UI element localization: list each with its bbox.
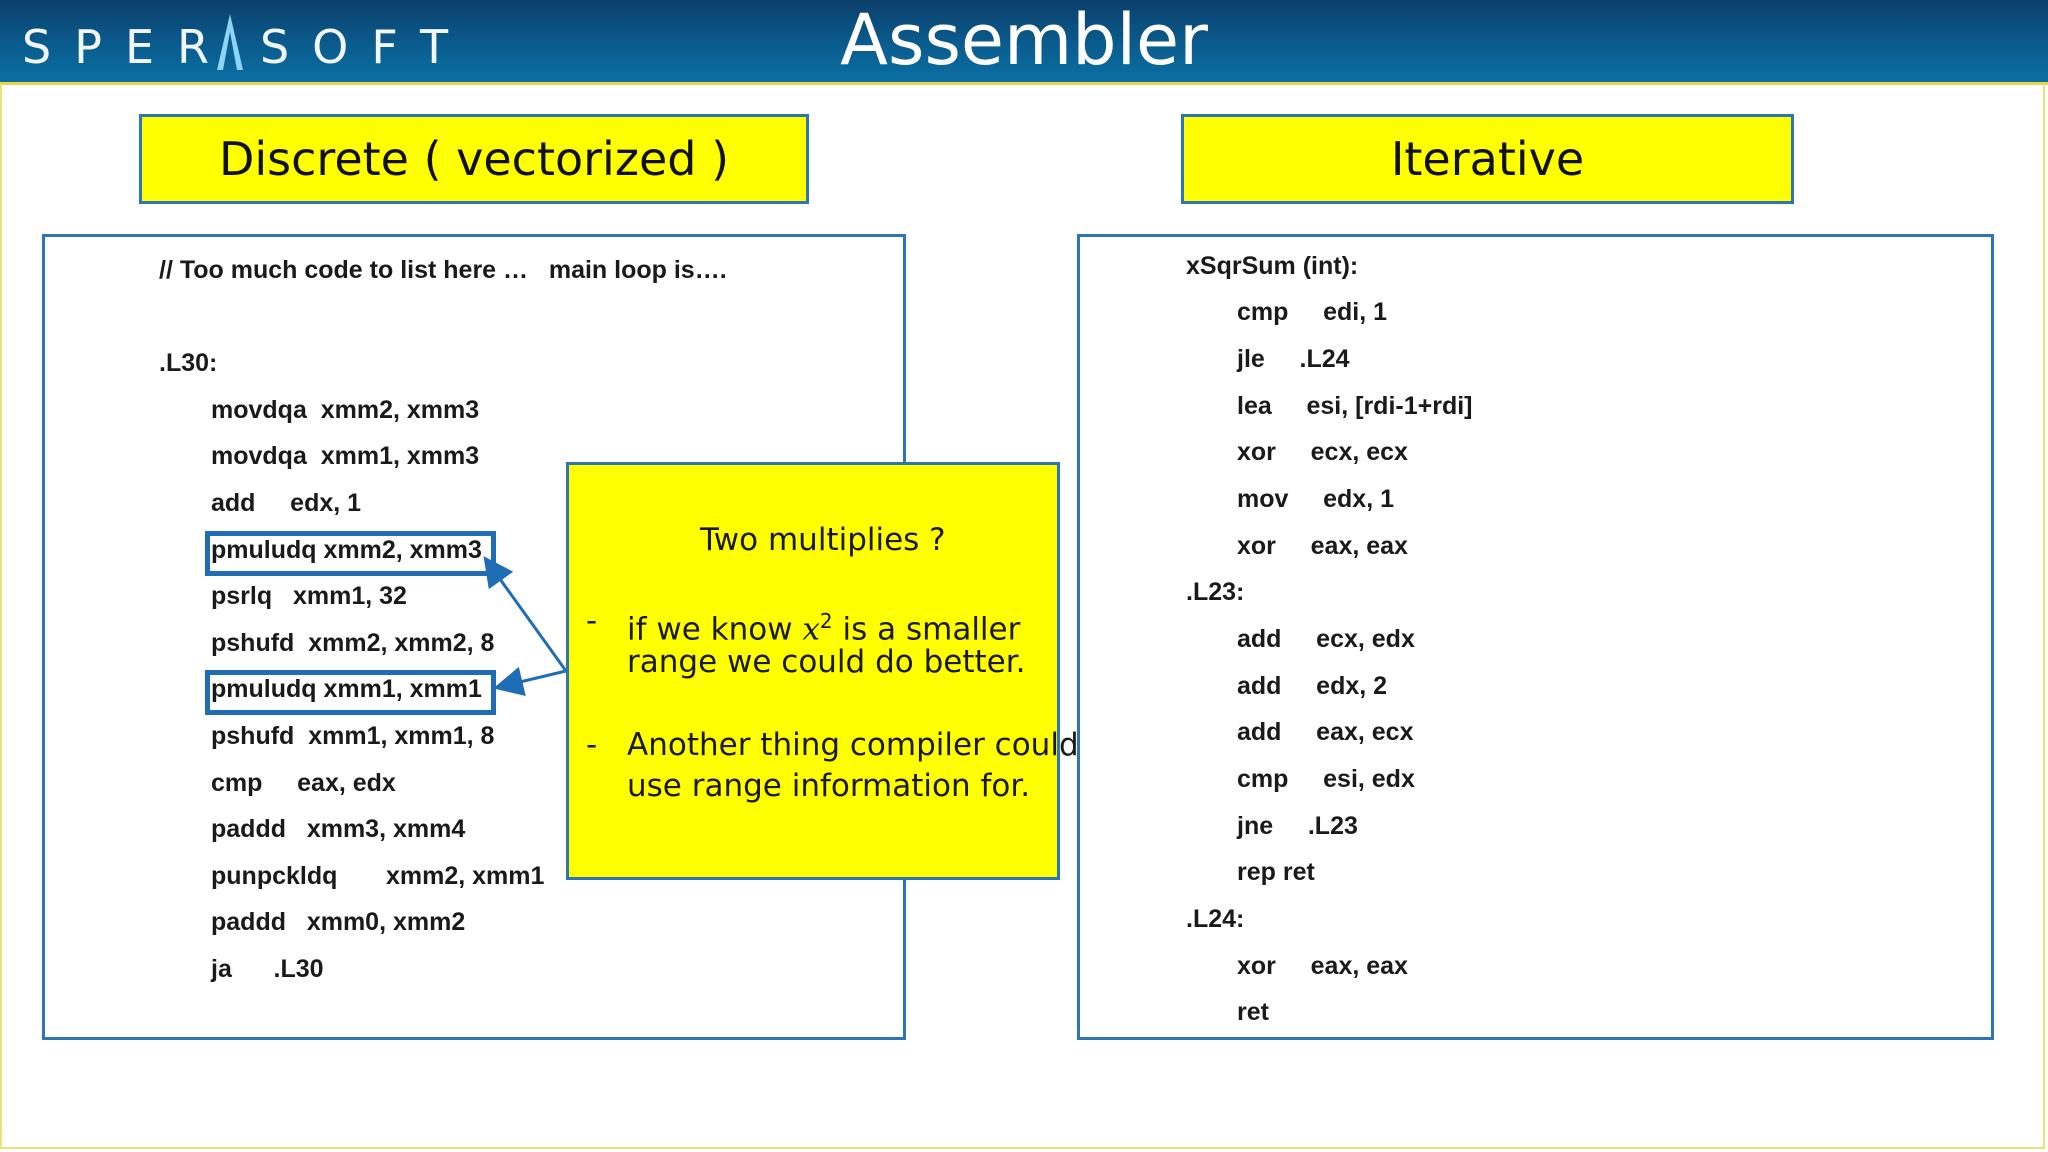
code-line: xor eax, eax (1237, 532, 1408, 560)
code-line: jne .L23 (1237, 812, 1358, 840)
code-line: add ecx, edx (1237, 625, 1415, 653)
code-line: xor eax, eax (1237, 952, 1408, 980)
code-label-l24: .L24: (1186, 905, 1245, 933)
callout-bullet2-line1: Another thing compiler could (627, 727, 1079, 763)
code-line: add edx, 1 (211, 489, 362, 517)
slide-title: Assembler (840, 0, 1208, 81)
code-line: psrlq xmm1, 32 (211, 582, 407, 610)
callout-bullet2-line2: use range information for. (627, 768, 1031, 804)
code-line: ret (1237, 998, 1269, 1026)
code-line: xor ecx, ecx (1237, 438, 1408, 466)
code-line-highlighted: pmuludq xmm2, xmm3 (211, 536, 482, 564)
code-line: lea esi, [rdi-1+rdi] (1237, 392, 1473, 420)
code-line: add edx, 2 (1237, 672, 1388, 700)
code-line-highlighted: pmuludq xmm1, xmm1 (211, 675, 482, 703)
callout-note (566, 462, 1060, 880)
code-line: cmp esi, edx (1237, 765, 1415, 793)
code-comment: // Too much code to list here … main loo… (159, 256, 727, 284)
code-line: cmp eax, edx (211, 769, 396, 797)
slide-frame (0, 84, 2045, 1149)
code-line: pshufd xmm2, xmm2, 8 (211, 629, 495, 657)
code-line: pshufd xmm1, xmm1, 8 (211, 722, 495, 750)
callout-bullet1-line1: if we know x2 is a smaller (627, 609, 1021, 648)
code-line: paddd xmm3, xmm4 (211, 815, 466, 843)
code-line: ja .L30 (211, 955, 324, 983)
code-line: cmp edi, 1 (1237, 298, 1388, 326)
callout-bullet1-line2: range we could do better. (627, 644, 1026, 680)
code-line: add eax, ecx (1237, 718, 1414, 746)
code-line: paddd xmm0, xmm2 (211, 908, 466, 936)
iterative-code-panel (1077, 234, 1994, 1040)
callout-title: Two multiplies ? (700, 522, 946, 558)
logo-peak-icon (217, 14, 243, 70)
code-line: movdqa xmm2, xmm3 (211, 396, 480, 424)
math-exponent: 2 (819, 609, 833, 633)
left-heading: Discrete ( vectorized ) (139, 114, 809, 204)
arrow-to-first-multiply (483, 556, 568, 672)
code-line: jle .L24 (1237, 345, 1350, 373)
code-line: xSqrSum (int): (1186, 252, 1359, 280)
arrow-to-second-multiply (493, 666, 567, 697)
bullet-dash: - (586, 727, 598, 763)
code-label-l30: .L30: (159, 349, 218, 377)
code-line: rep ret (1237, 858, 1315, 886)
code-line: mov edx, 1 (1237, 485, 1395, 513)
code-line: punpckldq xmm2, xmm1 (211, 862, 545, 890)
logo-text: SPER (22, 20, 232, 74)
code-line: movdqa xmm1, xmm3 (211, 442, 480, 470)
right-heading: Iterative (1181, 114, 1794, 204)
code-label-l23: .L23: (1186, 578, 1245, 606)
highlight-box-first-multiply (205, 531, 496, 576)
math-x: x (802, 611, 820, 648)
bullet-dash: - (586, 603, 598, 639)
